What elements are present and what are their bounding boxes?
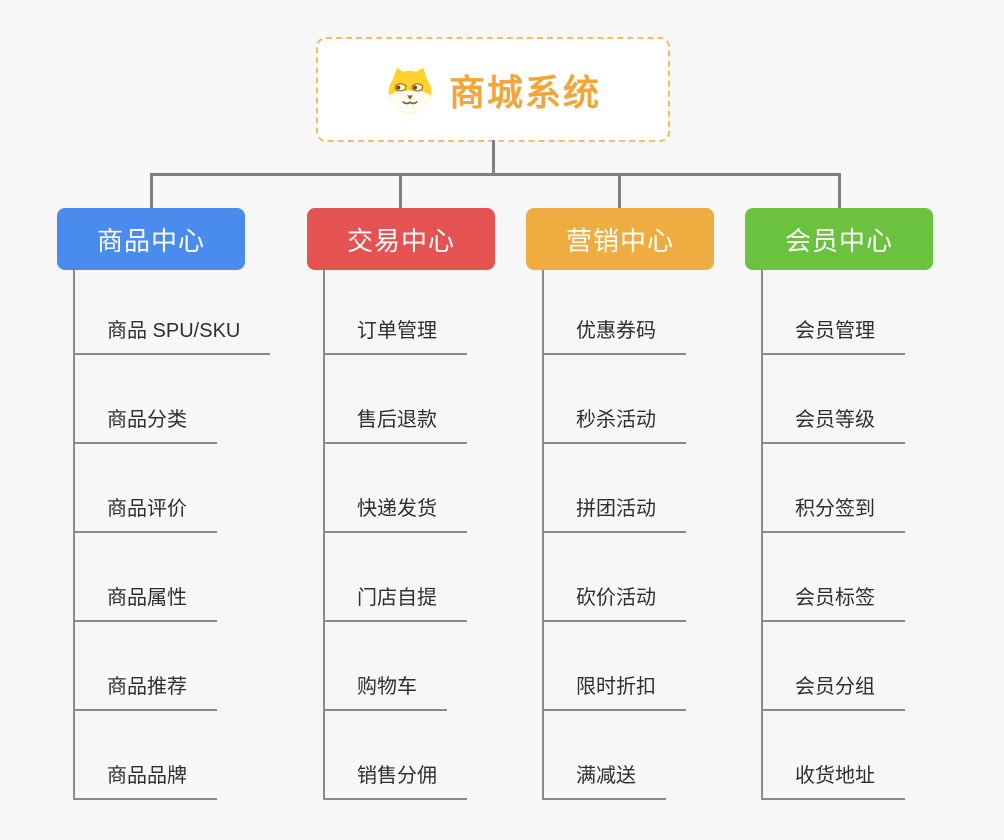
root-node[interactable]: 商城系统 (316, 37, 670, 142)
leaf-item[interactable]: 商品评价 (75, 492, 217, 533)
leaf-item[interactable]: 商品属性 (75, 581, 217, 622)
leaf-item[interactable]: 商品分类 (75, 403, 217, 444)
leaf-item[interactable]: 限时折扣 (544, 670, 686, 711)
branch-label: 商品中心 (96, 225, 205, 256)
leaf-item[interactable]: 商品 SPU/SKU (75, 314, 271, 355)
branch-children: 会员管理 会员等级 积分签到 会员标签 会员分组 收货地址 (761, 270, 933, 800)
leaf-item[interactable]: 商品品牌 (75, 759, 217, 800)
leaf-item[interactable]: 秒杀活动 (544, 403, 686, 444)
branch-label: 营销中心 (565, 225, 674, 256)
branch-box-member-center[interactable]: 会员中心 (745, 208, 933, 270)
branch-product-center: 商品中心 商品 SPU/SKU 商品分类 商品评价 商品属性 商品推荐 商品品牌 (57, 208, 271, 800)
leaf-item[interactable]: 会员等级 (763, 403, 905, 444)
leaf-item[interactable]: 销售分佣 (325, 759, 467, 800)
branch-label: 会员中心 (784, 225, 893, 256)
branch-box-trade-center[interactable]: 交易中心 (307, 208, 495, 270)
branch-member-center: 会员中心 会员管理 会员等级 积分签到 会员标签 会员分组 收货地址 (745, 208, 933, 800)
leaf-item[interactable]: 售后退款 (325, 403, 467, 444)
branch-box-marketing-center[interactable]: 营销中心 (526, 208, 714, 270)
branch-children: 优惠券码 秒杀活动 拼团活动 砍价活动 限时折扣 满减送 (542, 270, 714, 800)
branch-children: 商品 SPU/SKU 商品分类 商品评价 商品属性 商品推荐 商品品牌 (73, 270, 271, 800)
leaf-item[interactable]: 积分签到 (763, 492, 905, 533)
leaf-item[interactable]: 会员管理 (763, 314, 905, 355)
branch-label: 交易中心 (346, 225, 455, 256)
connector-drop (618, 174, 621, 208)
root-title: 商城系统 (448, 71, 601, 113)
branch-trade-center: 交易中心 订单管理 售后退款 快递发货 门店自提 购物车 销售分佣 (307, 208, 495, 800)
leaf-item[interactable]: 订单管理 (325, 314, 467, 355)
connector-trunk (492, 140, 495, 175)
leaf-item[interactable]: 满减送 (544, 759, 666, 800)
leaf-item[interactable]: 快递发货 (325, 492, 467, 533)
leaf-item[interactable]: 商品推荐 (75, 670, 217, 711)
leaf-item[interactable]: 门店自提 (325, 581, 467, 622)
leaf-item[interactable]: 优惠券码 (544, 314, 686, 355)
leaf-item[interactable]: 砍价活动 (544, 581, 686, 622)
connector-drop (150, 174, 153, 208)
leaf-item[interactable]: 收货地址 (763, 759, 905, 800)
leaf-item[interactable]: 购物车 (325, 670, 447, 711)
connector-drop (399, 174, 402, 208)
branch-box-product-center[interactable]: 商品中心 (57, 208, 245, 270)
leaf-item[interactable]: 会员分组 (763, 670, 905, 711)
branch-children: 订单管理 售后退款 快递发货 门店自提 购物车 销售分佣 (323, 270, 495, 800)
leaf-item[interactable]: 会员标签 (763, 581, 905, 622)
connector-horizontal (150, 173, 841, 176)
branch-marketing-center: 营销中心 优惠券码 秒杀活动 拼团活动 砍价活动 限时折扣 满减送 (526, 208, 714, 800)
connector-drop (838, 174, 841, 208)
leaf-item[interactable]: 拼团活动 (544, 492, 686, 533)
doge-icon (388, 67, 432, 113)
